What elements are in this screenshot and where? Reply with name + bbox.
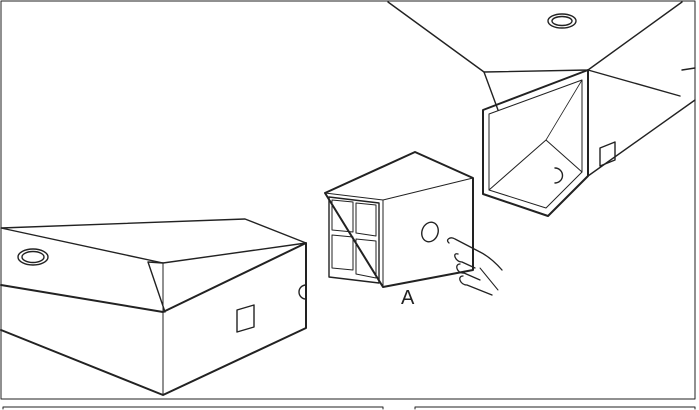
right-beam <box>387 1 696 217</box>
connector-a <box>324 151 474 288</box>
part-label-a: A <box>401 287 415 309</box>
bottom-panel-left-edge <box>2 406 384 410</box>
diagram-frame <box>0 0 696 400</box>
bottom-panel-right-edge <box>414 406 696 410</box>
pointing-hand-icon <box>446 237 503 296</box>
left-beam <box>0 218 307 396</box>
